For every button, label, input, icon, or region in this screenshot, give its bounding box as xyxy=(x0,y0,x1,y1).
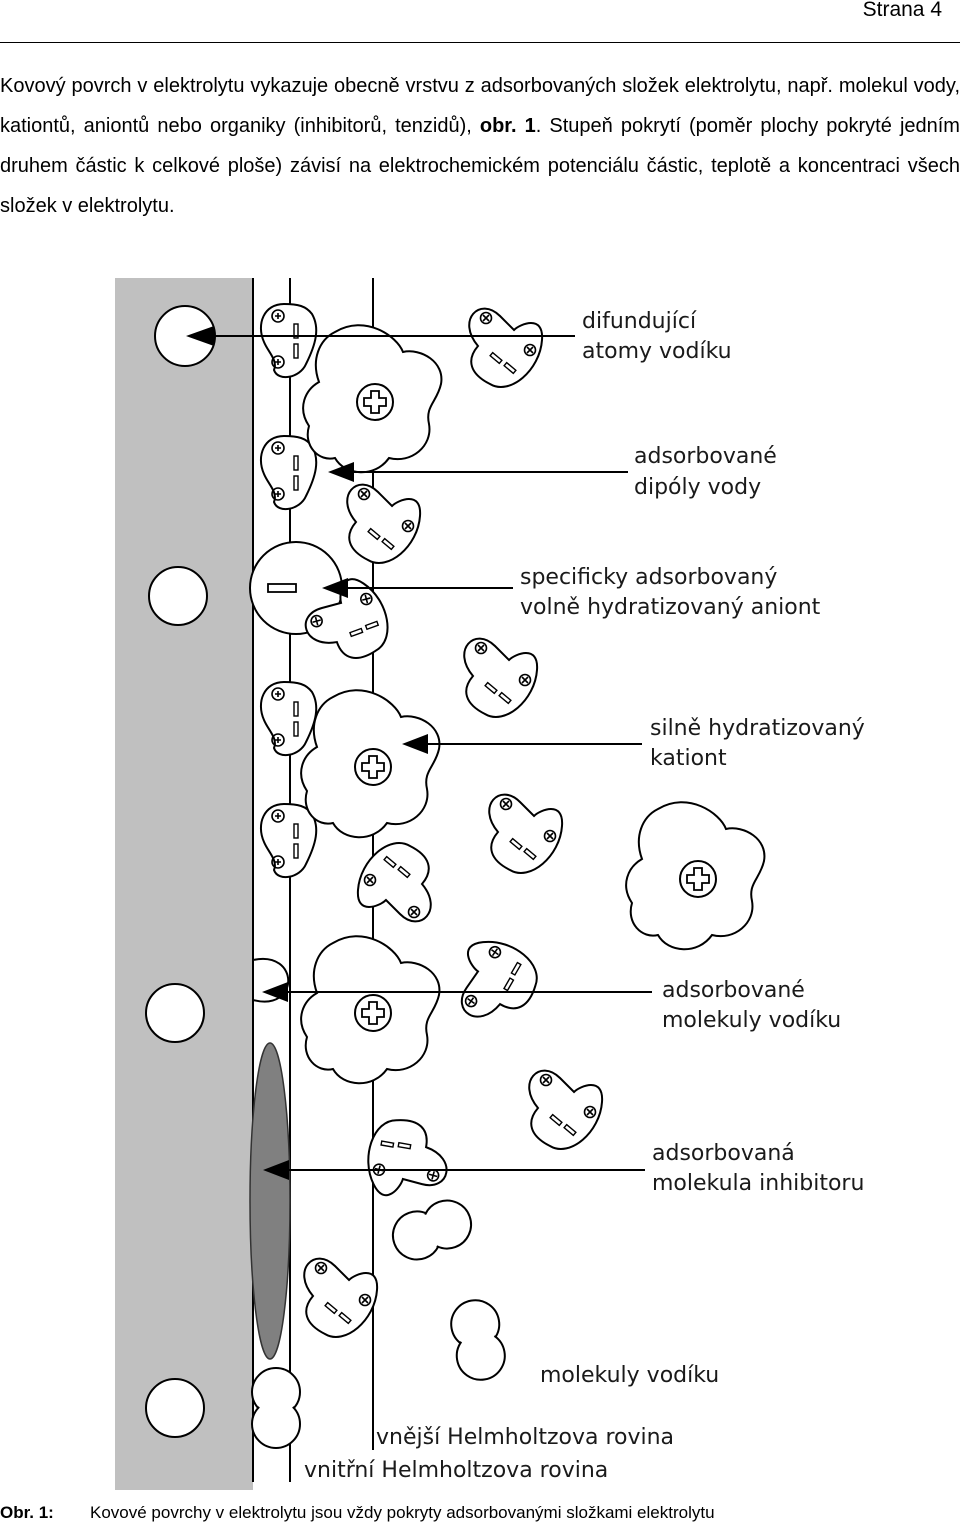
header-divider xyxy=(0,42,960,43)
adsorbed-hydrogen-molecule xyxy=(251,1367,301,1449)
hydrated-cation xyxy=(300,935,441,1085)
inhibitor-molecule xyxy=(249,1042,291,1360)
hydrated-cation xyxy=(625,801,766,951)
metal-electrode xyxy=(115,278,253,1490)
water-molecule xyxy=(488,793,564,874)
helmholtz-double-layer-figure: difundující atomy vodíku adsorbované dip… xyxy=(115,278,865,1490)
label-hydrogen-atoms-line2: atomy vodíku xyxy=(582,339,732,364)
label-inhibitor-line2: molekula inhibitoru xyxy=(652,1171,864,1196)
water-dipole xyxy=(259,803,318,879)
water-dipole xyxy=(259,681,318,757)
water-molecule xyxy=(528,1069,604,1150)
label-hydrogen-atoms-line1: difundující xyxy=(582,309,697,334)
water-molecule xyxy=(356,842,432,923)
hydrogen-molecule xyxy=(385,1192,479,1268)
label-water-dipoles-line2: dipóly vody xyxy=(634,475,761,500)
label-arrows xyxy=(210,335,652,1171)
figure-reference: obr. 1 xyxy=(479,115,536,137)
hydrated-cation xyxy=(300,689,441,839)
label-anion-line1: specificky adsorbovaný xyxy=(520,565,777,590)
label-inner-helmholtz-plane: vnitřní Helmholtzova rovina xyxy=(304,1458,608,1483)
water-dipole xyxy=(259,435,318,511)
hydrogen-atom-circle xyxy=(145,1378,205,1438)
page-number-label: Strana 4 xyxy=(862,0,942,21)
water-molecule xyxy=(463,637,539,718)
label-cation-line2: kationt xyxy=(650,746,727,771)
label-cation-line1: silně hydratizovaný xyxy=(650,716,865,741)
hydrogen-atom-circle xyxy=(148,566,208,626)
intro-text-start: Kovový povrch v elektrolytu vykazuje obe… xyxy=(0,75,960,137)
hydrogen-molecule xyxy=(446,1295,510,1385)
intro-text-end: . Stupeň pokrytí (poměr plochy pokryté j… xyxy=(0,115,960,217)
water-molecule xyxy=(349,1106,454,1213)
label-adsorbed-hydrogen-line1: adsorbované xyxy=(662,978,805,1003)
water-dipole xyxy=(259,303,318,379)
anion-minus-sign xyxy=(267,583,297,593)
label-anion-line2: volně hydratizovaný aniont xyxy=(520,595,821,620)
label-hydrogen-molecules: molekuly vodíku xyxy=(540,1363,719,1388)
arrow-heads xyxy=(186,326,428,1180)
label-water-dipoles-line1: adsorbované xyxy=(634,444,777,469)
water-molecule xyxy=(468,307,544,388)
intro-paragraph: Kovový povrch v elektrolytu vykazuje obe… xyxy=(0,66,960,226)
water-molecule xyxy=(346,483,422,564)
water-molecule xyxy=(303,1257,379,1338)
hydrated-cation xyxy=(302,324,443,474)
label-adsorbed-hydrogen-line2: molekuly vodíku xyxy=(662,1008,841,1033)
label-inhibitor-line1: adsorbovaná xyxy=(652,1141,795,1166)
label-outer-helmholtz-plane: vnější Helmholtzova rovina xyxy=(376,1425,674,1450)
figure-caption: Obr. 1: Kovové povrchy v elektrolytu jsou… xyxy=(0,1503,715,1523)
caption-text: Kovové povrchy v elektrolytu jsou vždy p… xyxy=(90,1503,715,1522)
water-molecule xyxy=(451,932,543,1021)
caption-number: Obr. 1: xyxy=(0,1503,54,1522)
hydrogen-atom-circle xyxy=(145,983,205,1043)
